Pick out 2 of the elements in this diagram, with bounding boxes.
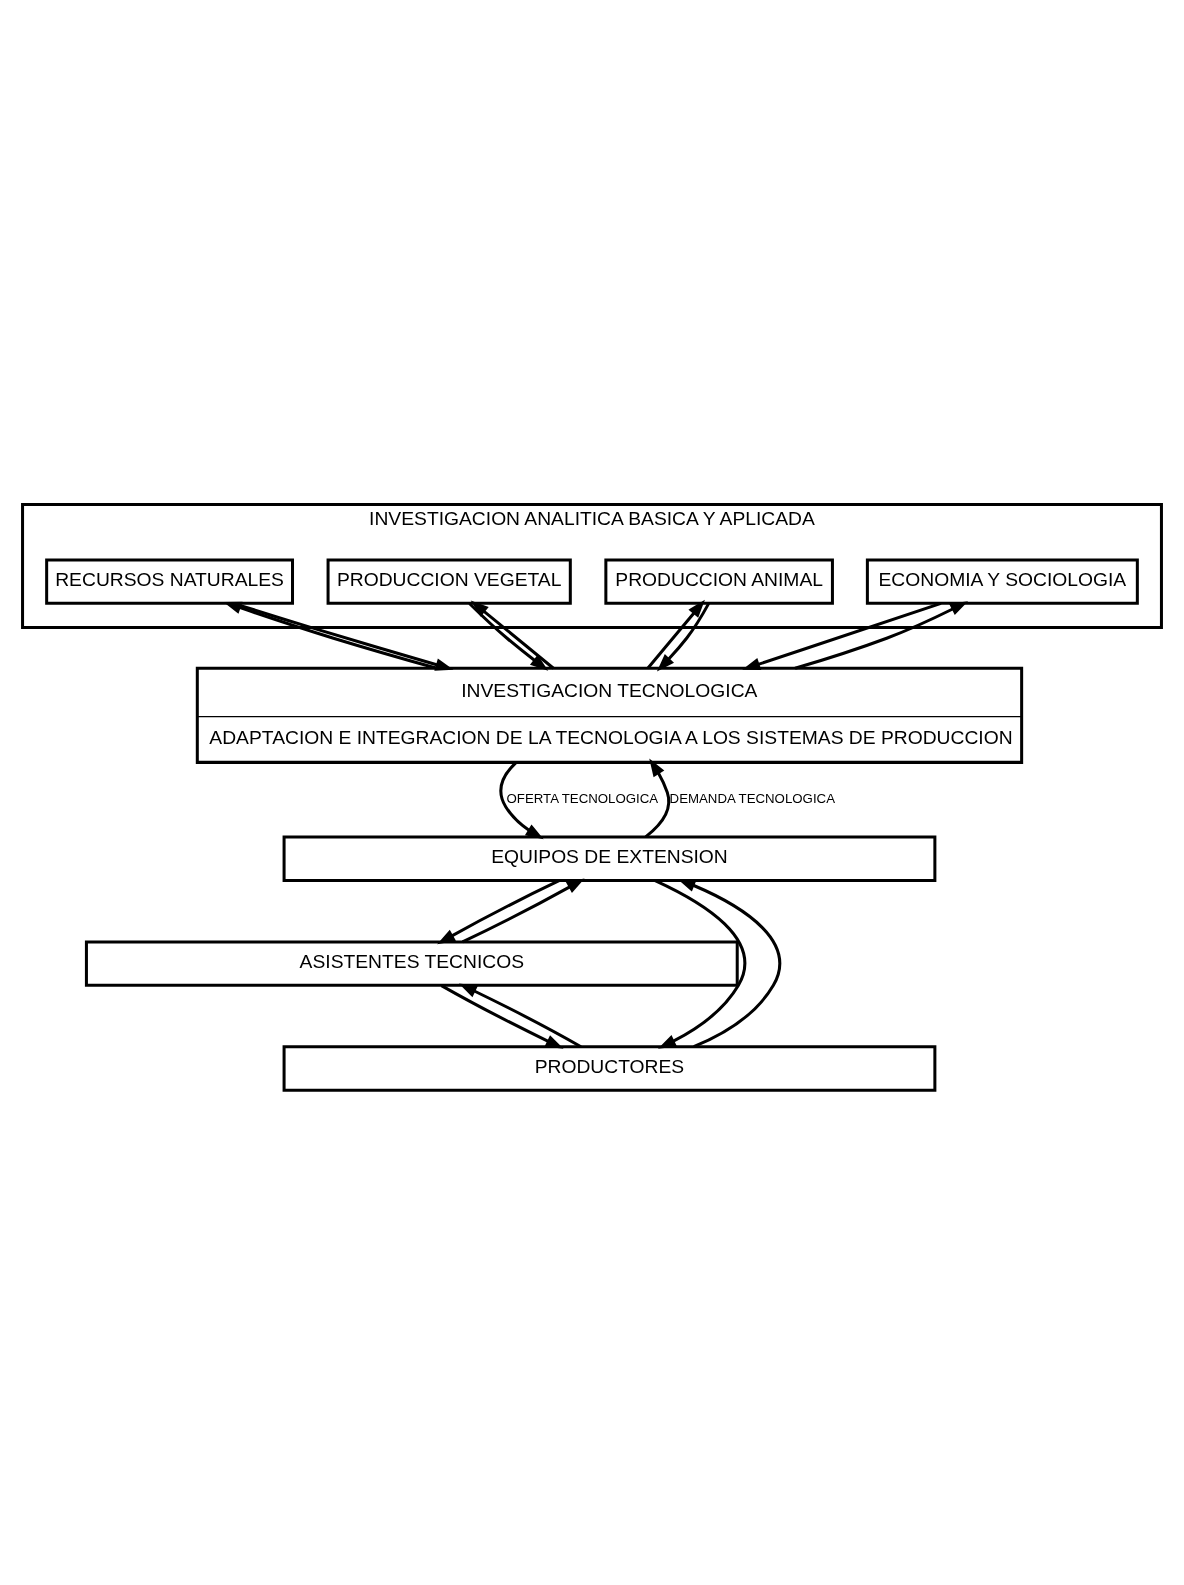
edge-label: DEMANDA TECNOLOGICA: [669, 791, 835, 807]
edge-label: OFERTA TECNOLOGICA: [506, 791, 659, 807]
